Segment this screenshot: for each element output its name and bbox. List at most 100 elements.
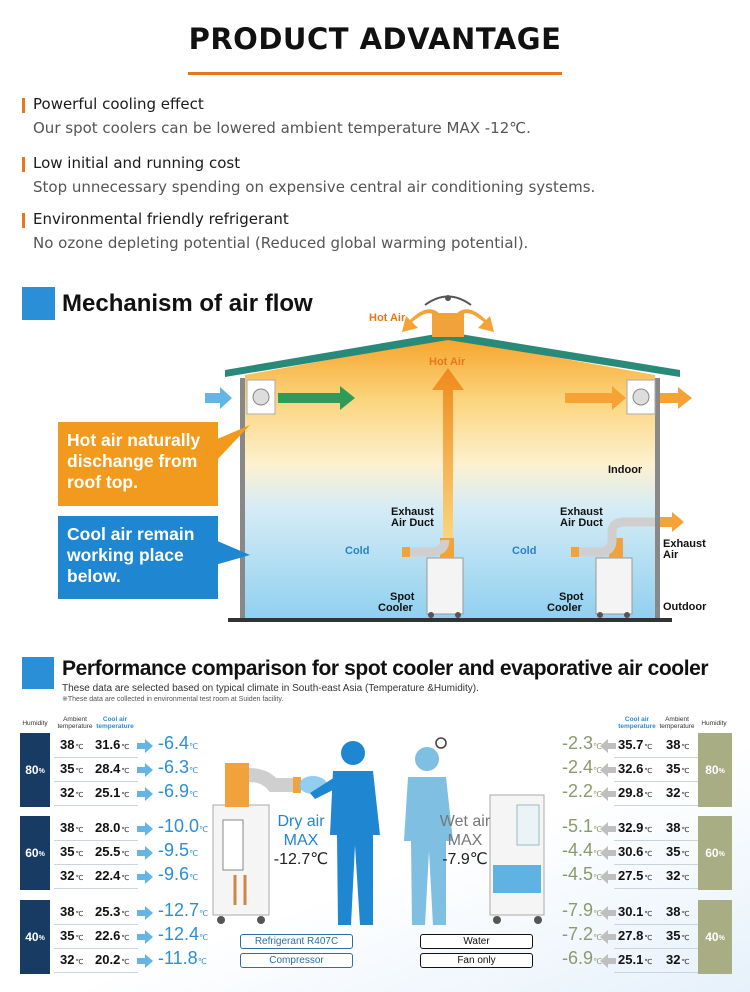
- row-divider: [54, 781, 138, 782]
- temp-drop: -9.5℃: [158, 840, 199, 860]
- title-underline: [188, 72, 562, 75]
- temp-drop: -2.2℃: [562, 781, 603, 801]
- row-divider: [614, 757, 698, 758]
- ambient-temp: 32℃: [60, 868, 84, 883]
- humidity-block: 80%: [698, 733, 732, 807]
- cold-label: Cold: [345, 545, 369, 557]
- row-divider: [614, 805, 698, 806]
- header-cool-line2: temperature: [618, 723, 656, 730]
- arrow-right-icon: [137, 870, 153, 884]
- roof-arrow-right: [456, 309, 494, 332]
- header-ambient-line2: temperature: [57, 723, 93, 730]
- header-humidity: Humidity: [701, 720, 727, 727]
- outdoor-label: Outdoor: [663, 601, 707, 613]
- arrow-right-icon: [137, 906, 153, 920]
- arrow-left-icon: [600, 787, 616, 801]
- row-divider: [614, 864, 698, 865]
- legend-compressor: Compressor: [240, 953, 353, 968]
- row-divider: [54, 888, 138, 889]
- row-divider: [614, 924, 698, 925]
- person-wet-air-icon: [404, 747, 453, 925]
- airflow-title: Mechanism of air flow: [62, 290, 313, 317]
- temp-drop: -7.9℃: [562, 900, 603, 920]
- section-square-icon: [22, 657, 54, 689]
- cool-duct: [248, 768, 295, 792]
- exhaust-arrow: [660, 512, 684, 532]
- arrow-left-icon: [600, 822, 616, 836]
- arrow-right-icon: [137, 739, 153, 753]
- advantage-text: Stop unnecessary spending on expensive c…: [33, 178, 596, 196]
- header-ambient: Ambient temperature: [54, 716, 96, 730]
- cool-air-temp: 27.5℃: [618, 868, 653, 883]
- temp-drop: -10.0℃: [158, 816, 209, 836]
- row-divider: [614, 972, 698, 973]
- arrow-right-icon: [137, 930, 153, 944]
- ambient-temp: 38℃: [60, 737, 84, 752]
- row-divider: [54, 805, 138, 806]
- row-divider: [54, 972, 138, 973]
- arrow-left-icon: [600, 870, 616, 884]
- spot-cooler-duct: [578, 517, 655, 557]
- cool-air-temp: 30.6℃: [618, 844, 653, 859]
- cool-air-temp: 28.4℃: [95, 761, 130, 776]
- performance-subtitle: These data are selected based on typical…: [62, 683, 479, 694]
- cool-air-temp: 20.2℃: [95, 952, 130, 967]
- row-divider: [614, 948, 698, 949]
- cool-air-temp: 30.1℃: [618, 904, 653, 919]
- ambient-temp: 38℃: [666, 904, 690, 919]
- right-wall: [655, 378, 660, 620]
- temp-drop: -6.9℃: [158, 781, 199, 801]
- header-ambient-line1: Ambient: [665, 716, 689, 723]
- floor: [228, 618, 672, 622]
- legend-water: Water: [420, 934, 533, 949]
- temp-drop: -2.3℃: [562, 733, 603, 753]
- advantage-text: Our spot coolers can be lowered ambient …: [33, 119, 531, 137]
- humidity-block: 40%: [698, 900, 732, 974]
- arrow-left-icon: [600, 906, 616, 920]
- ambient-temp: 32℃: [666, 952, 690, 967]
- header-ambient: Ambient temperature: [656, 716, 698, 730]
- wet-air-label-3: -7.9℃: [442, 851, 488, 868]
- page-title: PRODUCT ADVANTAGE: [188, 22, 562, 56]
- green-arrow: [278, 386, 355, 410]
- row-divider: [614, 840, 698, 841]
- cool-air-temp: 22.6℃: [95, 928, 130, 943]
- performance-title: Performance comparison for spot cooler a…: [62, 657, 709, 680]
- exhaust-air-label: Exhaust: [663, 538, 706, 550]
- arrow-right-icon: [137, 787, 153, 801]
- temp-drop: -12.4℃: [158, 924, 209, 944]
- row-divider: [614, 888, 698, 889]
- advantage-text: No ozone depleting potential (Reduced gl…: [33, 234, 529, 252]
- row-divider: [614, 781, 698, 782]
- performance-note: ※These data are collected in environment…: [62, 696, 284, 703]
- spot-cooler-label: Spot: [559, 591, 584, 603]
- indoor-label: Indoor: [608, 464, 643, 476]
- header-humidity: Humidity: [22, 720, 48, 727]
- ambient-temp: 35℃: [60, 928, 84, 943]
- cool-air-temp: 25.5℃: [95, 844, 130, 859]
- hot-air-roof-label: Hot Air: [369, 312, 406, 324]
- hot-air-up-arrow: [432, 368, 464, 540]
- temp-drop: -12.7℃: [158, 900, 209, 920]
- header-cool-line1: Cool air: [624, 716, 650, 723]
- ambient-temp: 35℃: [60, 844, 84, 859]
- humidity-block: 60%: [698, 816, 732, 890]
- accent-bar: [22, 157, 25, 172]
- spot-cooler-body: [426, 557, 464, 615]
- cool-air-temp: 25.3℃: [95, 904, 130, 919]
- temp-drop: -6.4℃: [158, 733, 199, 753]
- ambient-temp: 38℃: [666, 737, 690, 752]
- accent-bar: [22, 98, 25, 113]
- hot-air-center-label: Hot Air: [429, 356, 466, 368]
- temp-drop: -4.5℃: [562, 864, 603, 884]
- legend-refrigerant: Refrigerant R407C: [240, 934, 353, 949]
- exhaust-air-label: Air: [663, 549, 679, 561]
- dry-air-label-1: Dry air: [277, 813, 325, 830]
- inflow-arrow: [205, 387, 232, 409]
- row-divider: [54, 948, 138, 949]
- ambient-temp: 35℃: [60, 761, 84, 776]
- temp-drop: -4.4℃: [562, 840, 603, 860]
- cool-air-temp: 35.7℃: [618, 737, 653, 752]
- arrow-right-icon: [137, 822, 153, 836]
- cool-air-temp: 31.6℃: [95, 737, 130, 752]
